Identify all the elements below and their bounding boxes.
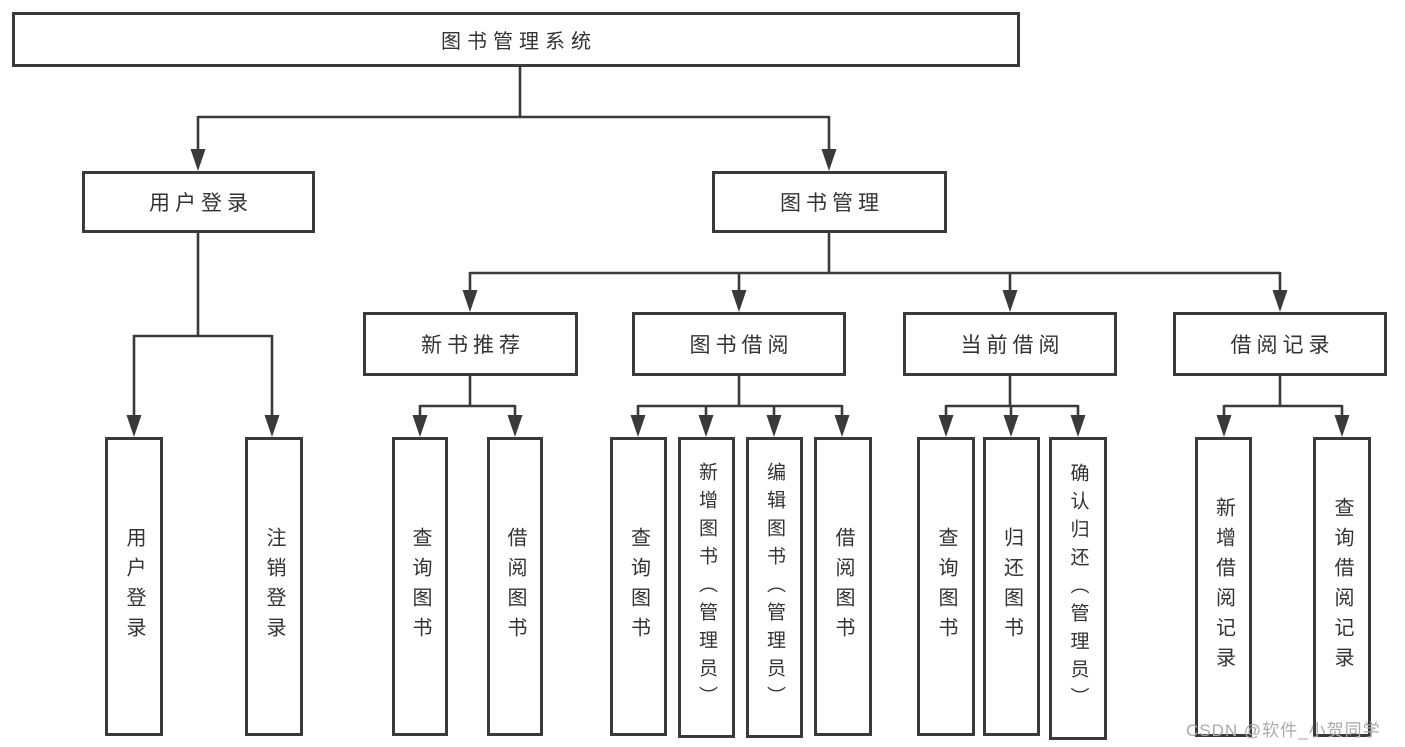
tree-edges <box>132 67 1344 421</box>
node-bb-query-books: 查询图书 <box>610 437 667 736</box>
node-user-login-label: 用户登录 <box>149 192 253 215</box>
node-nb-query-books-label: 查询图书 <box>409 526 431 647</box>
node-book-borrow: 图书借阅 <box>632 312 846 376</box>
node-bb-edit-books: 编辑图书（管理员） <box>746 437 803 738</box>
node-bb-query-books-label: 查询图书 <box>627 526 650 647</box>
node-cb-return-books-label: 归还图书 <box>1000 526 1023 647</box>
node-nb-borrow-books-label: 借阅图书 <box>504 526 526 647</box>
node-new-book-recommend: 新书推荐 <box>363 312 578 376</box>
node-current-borrow-label: 当前借阅 <box>960 334 1065 357</box>
node-root-label: 图书管理系统 <box>441 31 597 53</box>
node-br-query-record-label: 查询借阅记录 <box>1331 497 1353 677</box>
node-bb-add-books: 新增图书（管理员） <box>678 437 735 738</box>
node-bb-borrow-books: 借阅图书 <box>814 437 872 736</box>
node-bb-edit-books-label: 编辑图书（管理员） <box>764 461 785 714</box>
node-cb-confirm-return-label: 确认归还（管理员） <box>1067 462 1089 715</box>
node-borrow-records: 借阅记录 <box>1173 312 1387 376</box>
node-leaf-logout-label: 注销登录 <box>263 526 285 647</box>
node-cb-return-books: 归还图书 <box>983 437 1040 736</box>
node-root: 图书管理系统 <box>12 12 1020 67</box>
node-new-book-recommend-label: 新书推荐 <box>421 334 525 357</box>
csdn-watermark: CSDN @软件_小贺同学 <box>1186 721 1381 740</box>
node-book-management-label: 图书管理 <box>780 192 884 215</box>
node-br-add-record-label: 新增借阅记录 <box>1212 497 1235 677</box>
node-cb-query-books: 查询图书 <box>917 437 975 736</box>
node-br-add-record: 新增借阅记录 <box>1195 437 1252 737</box>
node-br-query-record: 查询借阅记录 <box>1313 437 1371 737</box>
node-book-management: 图书管理 <box>712 171 947 233</box>
node-user-login: 用户登录 <box>82 171 315 233</box>
node-nb-query-books: 查询图书 <box>392 437 448 736</box>
node-leaf-login-label: 用户登录 <box>123 526 145 647</box>
node-cb-query-books-label: 查询图书 <box>935 526 957 647</box>
arrowhead-icons <box>126 149 1350 437</box>
node-book-borrow-label: 图书借阅 <box>689 334 794 357</box>
node-leaf-login: 用户登录 <box>105 437 163 736</box>
node-nb-borrow-books: 借阅图书 <box>487 437 543 736</box>
node-borrow-records-label: 借阅记录 <box>1230 334 1335 357</box>
node-cb-confirm-return: 确认归还（管理员） <box>1049 437 1107 740</box>
node-bb-borrow-books-label: 借阅图书 <box>832 526 854 647</box>
node-leaf-logout: 注销登录 <box>245 437 303 736</box>
node-bb-add-books-label: 新增图书（管理员） <box>696 461 717 714</box>
node-current-borrow: 当前借阅 <box>903 312 1117 376</box>
